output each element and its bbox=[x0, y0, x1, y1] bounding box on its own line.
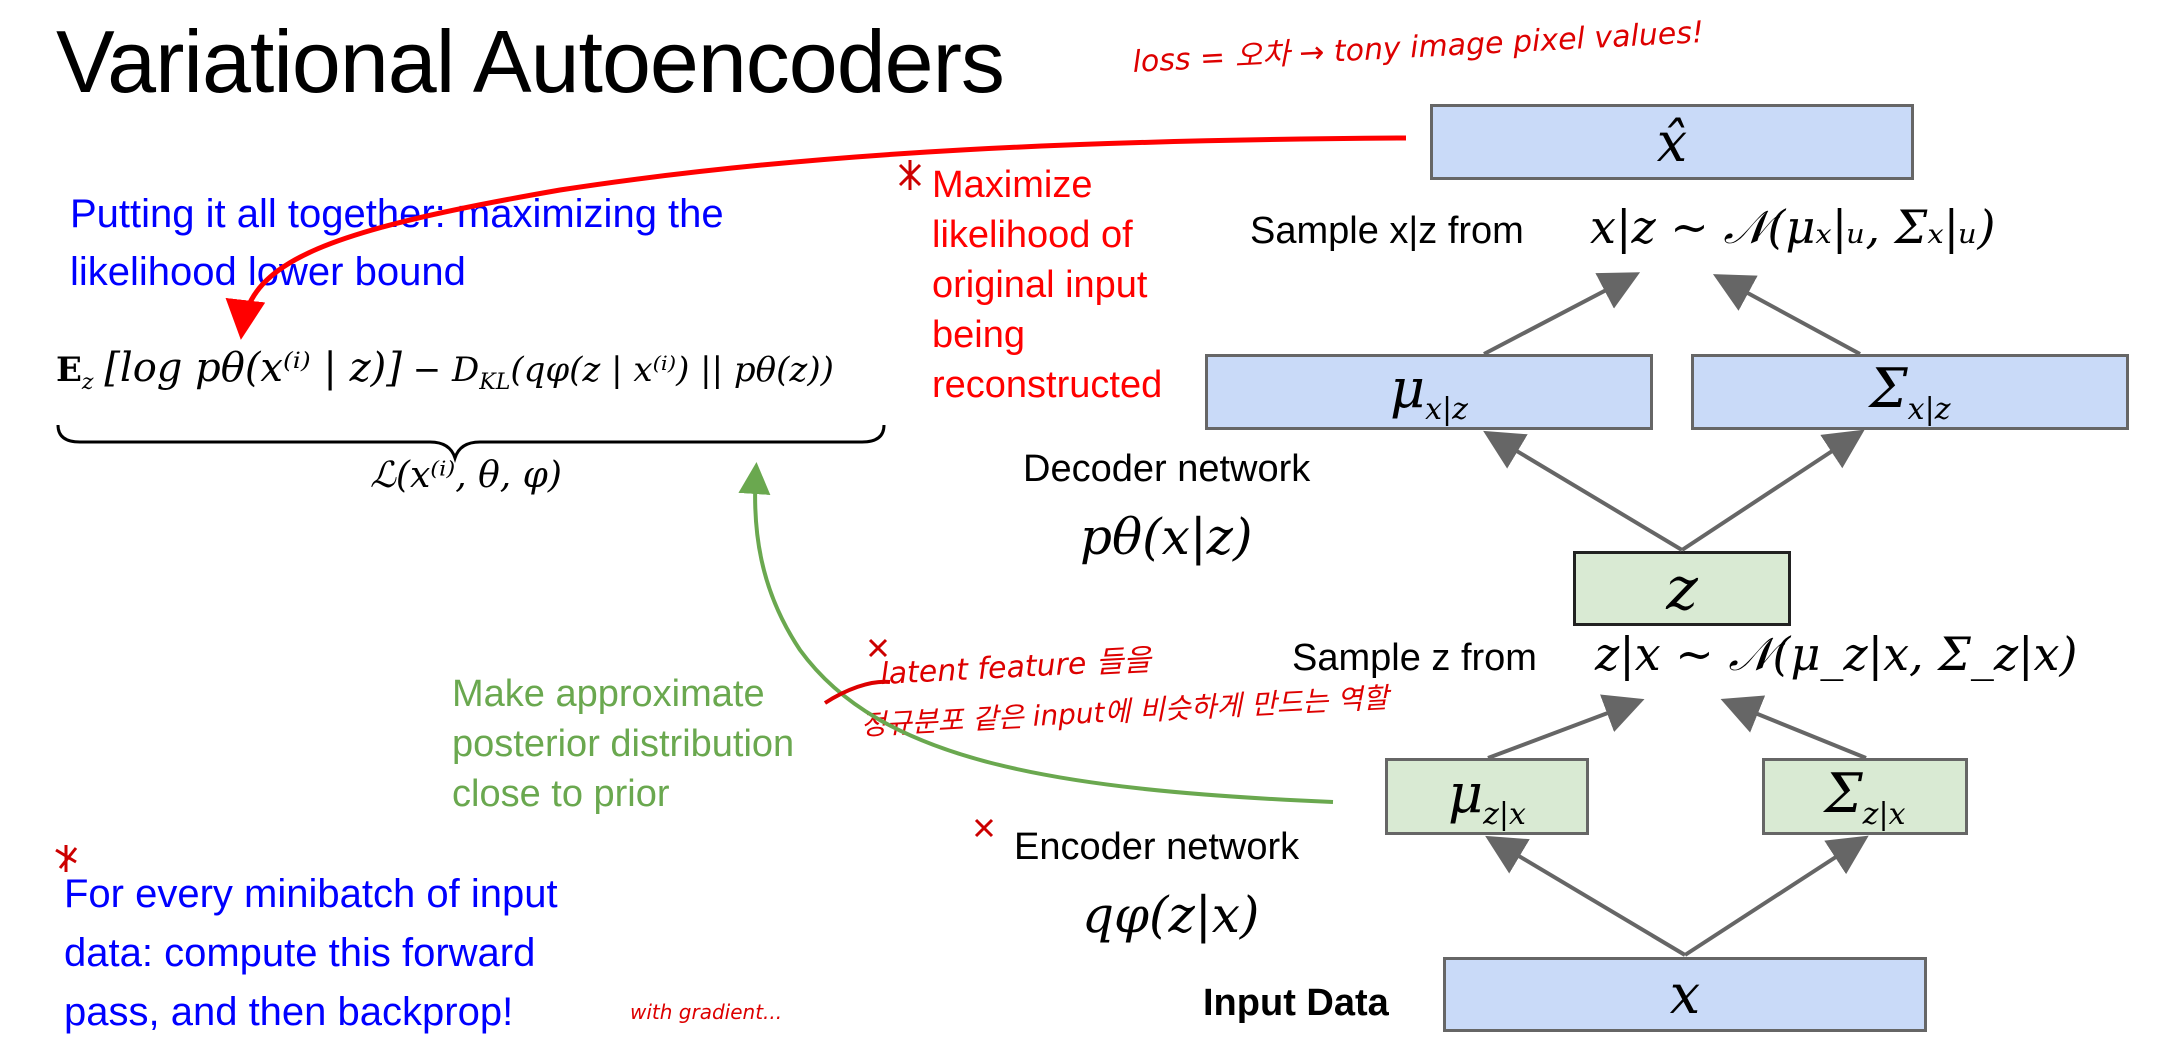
elbo-formula: Ez [log pθ(x⁽ⁱ⁾ | z)] − DKL(qφ(z | x⁽ⁱ⁾)… bbox=[56, 345, 834, 395]
expectation-symbol: E bbox=[56, 350, 82, 390]
underbrace bbox=[56, 424, 886, 464]
star-icon bbox=[55, 845, 78, 872]
arrow-sigma-zx-to-sample bbox=[1720, 695, 1867, 760]
decoder-covariance-box: Σx|z bbox=[1691, 354, 2129, 430]
sigma-symbol: Σz|x bbox=[1824, 761, 1906, 832]
z-symbol: z bbox=[1666, 553, 1698, 624]
input-box: x bbox=[1443, 957, 1927, 1032]
decoder-network-label: Decoder network bbox=[1023, 448, 1311, 490]
mu-symbol: μx|z bbox=[1390, 357, 1468, 427]
kl-symbol: D bbox=[452, 350, 480, 390]
minus-sign: − bbox=[412, 350, 442, 390]
encoder-network-label: Encoder network bbox=[1014, 826, 1300, 868]
arrow-z-to-mu-xz bbox=[1483, 430, 1684, 552]
star-icon bbox=[974, 818, 994, 838]
green-kl-arrow bbox=[738, 462, 1334, 804]
red-reconstruction-arrow bbox=[225, 135, 1407, 340]
x-symbol: x bbox=[1669, 963, 1701, 1026]
star-icon bbox=[898, 160, 922, 190]
maximize-line: being bbox=[932, 314, 1025, 356]
mu-symbol: μz|x bbox=[1448, 761, 1526, 832]
red-pointer-stroke bbox=[823, 679, 891, 705]
lower-bound-label: ℒ(x⁽ⁱ⁾, θ, φ) bbox=[370, 455, 562, 496]
reconstruction-term: [log pθ(x⁽ⁱ⁾ | z)] bbox=[104, 345, 402, 391]
maximize-line: reconstructed bbox=[932, 364, 1163, 406]
sample-z-distribution: z|x ~ 𝒩(μ_z|x, Σ_z|x) bbox=[1595, 627, 2078, 681]
maximize-note: Maximize likelihood of original input be… bbox=[932, 160, 1162, 410]
kl-term: (qφ(z | x⁽ⁱ⁾) || pθ(z)) bbox=[510, 350, 834, 390]
decoder-mean-box: μx|z bbox=[1205, 354, 1653, 430]
slide-title: Variational Autoencoders bbox=[56, 12, 1005, 111]
reconstruction-box: x̂ bbox=[1430, 104, 1914, 180]
handwritten-backprop-note: with gradient... bbox=[630, 1000, 783, 1024]
arrow-mu-xz-to-sample bbox=[1483, 272, 1641, 356]
minibatch-note: For every minibatch of input data: compu… bbox=[64, 865, 558, 1042]
minibatch-line: data: compute this forward bbox=[64, 931, 536, 975]
star-icon bbox=[868, 638, 888, 658]
arrow-mu-zx-to-sample bbox=[1487, 694, 1645, 760]
arrow-z-to-sigma-xz bbox=[1680, 429, 1865, 552]
x-hat-symbol: x̂ bbox=[1656, 110, 1688, 174]
arrow-x-to-sigma-zx bbox=[1683, 835, 1869, 957]
approx-line: posterior distribution bbox=[452, 723, 795, 765]
sample-xz-label: Sample x|z from bbox=[1250, 210, 1524, 252]
arrow-sigma-xz-to-sample bbox=[1712, 274, 1861, 356]
sigma-symbol: Σx|z bbox=[1869, 357, 1951, 427]
decoder-distribution: pθ(x|z) bbox=[1080, 508, 1253, 566]
sample-z-label: Sample z from bbox=[1292, 637, 1537, 679]
approx-posterior-note: Make approximate posterior distribution … bbox=[452, 669, 794, 819]
maximize-line: original input bbox=[932, 264, 1148, 306]
intro-text: Putting it all together: maximizing the … bbox=[70, 190, 724, 296]
arrow-x-to-mu-zx bbox=[1485, 835, 1687, 957]
latent-z-box: z bbox=[1573, 551, 1791, 626]
approx-line: close to prior bbox=[452, 773, 670, 815]
maximize-line: likelihood of bbox=[932, 214, 1133, 256]
encoder-distribution: qφ(z|x) bbox=[1082, 886, 1260, 944]
encoder-covariance-box: Σz|x bbox=[1762, 758, 1968, 835]
expectation-subscript: z bbox=[81, 369, 94, 395]
intro-line-2: likelihood lower bound bbox=[70, 250, 466, 294]
input-data-label: Input Data bbox=[1203, 982, 1389, 1024]
minibatch-line: pass, and then backprop! bbox=[64, 990, 514, 1034]
sample-xz-distribution: x|z ~ 𝒩(μₓ|ᵤ, Σₓ|ᵤ) bbox=[1590, 200, 1996, 254]
intro-line-1: Putting it all together: maximizing the bbox=[70, 192, 724, 236]
kl-subscript: KL bbox=[479, 369, 511, 395]
encoder-mean-box: μz|x bbox=[1385, 758, 1589, 835]
minibatch-line: For every minibatch of input bbox=[64, 872, 558, 916]
approx-line: Make approximate bbox=[452, 673, 765, 715]
maximize-line: Maximize bbox=[932, 164, 1093, 206]
